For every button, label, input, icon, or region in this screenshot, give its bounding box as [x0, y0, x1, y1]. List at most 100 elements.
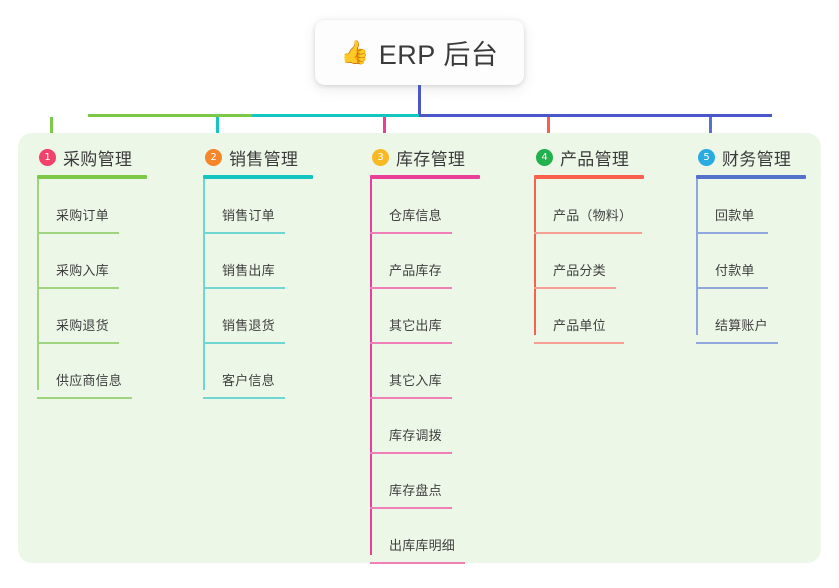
sub-item[interactable]: 销售订单	[203, 179, 343, 234]
sub-item-rule	[696, 232, 768, 234]
root-trunk-connector	[418, 85, 421, 116]
sub-item[interactable]: 产品分类	[534, 234, 674, 289]
sub-item[interactable]: 其它入库	[370, 344, 510, 399]
drop-connector-2	[216, 117, 219, 148]
branches-panel: 1 采购管理采购订单采购入库采购退货供应商信息 2 销售管理销售订单销售出库销售退货客…	[18, 133, 821, 564]
sub-item[interactable]: 付款单	[696, 234, 836, 289]
sub-item-label: 采购入库	[56, 263, 109, 278]
root-node[interactable]: 👍 ERP 后台	[315, 20, 524, 85]
sub-item[interactable]: 结算账户	[696, 289, 836, 344]
branch-rule-4	[534, 175, 644, 179]
sub-spine-1	[37, 179, 39, 390]
sub-item-label: 客户信息	[222, 373, 275, 388]
bus-teal	[252, 114, 419, 117]
sub-item-rule	[37, 397, 132, 399]
sub-spine-2	[203, 179, 205, 390]
branch-column-2[interactable]: 2 销售管理销售订单销售出库销售退货客户信息	[203, 145, 343, 399]
branch-title-5: 财务管理	[722, 149, 792, 169]
sub-item-rule	[534, 287, 616, 289]
branch-header-1[interactable]: 1 采购管理	[37, 145, 177, 169]
branch-badge-5: 5	[698, 148, 715, 166]
branch-column-1[interactable]: 1 采购管理采购订单采购入库采购退货供应商信息	[37, 145, 177, 399]
sub-item-label: 产品（物料）	[553, 208, 633, 223]
branch-badge-2: 2	[205, 148, 222, 166]
branch-title-1: 采购管理	[63, 149, 133, 169]
sub-item-rule	[203, 397, 285, 399]
sub-item[interactable]: 其它出库	[370, 289, 510, 344]
sub-item-rule	[534, 232, 642, 234]
drop-connector-3	[383, 117, 386, 148]
sub-item-label: 销售出库	[222, 263, 275, 278]
branch-rule-2	[203, 175, 313, 179]
sub-item-rule	[37, 232, 119, 234]
sub-item[interactable]: 供应商信息	[37, 344, 177, 399]
root-node-title: ERP 后台	[378, 40, 499, 70]
sub-item-rule	[37, 287, 119, 289]
drop-connector-1	[50, 117, 53, 148]
sub-item-label: 销售退货	[222, 318, 275, 333]
sub-item[interactable]: 出库库明细	[370, 509, 510, 564]
bus-green	[88, 114, 252, 117]
sub-item[interactable]: 产品（物料）	[534, 179, 674, 234]
sub-item-label: 采购订单	[56, 208, 109, 223]
sub-item-label: 产品分类	[553, 263, 606, 278]
sub-item[interactable]: 产品库存	[370, 234, 510, 289]
sub-item-rule	[370, 232, 452, 234]
sub-item-rule	[203, 287, 285, 289]
sub-item-rule	[534, 342, 624, 344]
sub-item[interactable]: 回款单	[696, 179, 836, 234]
branch-rule-5	[696, 175, 806, 179]
sub-item[interactable]: 销售退货	[203, 289, 343, 344]
sub-item[interactable]: 采购退货	[37, 289, 177, 344]
sub-item[interactable]: 产品单位	[534, 289, 674, 344]
branch-header-5[interactable]: 5 财务管理	[696, 145, 836, 169]
branch-title-4: 产品管理	[560, 149, 630, 169]
sub-item-label: 供应商信息	[56, 373, 123, 388]
branch-rule-1	[37, 175, 147, 179]
sub-item-rule	[370, 452, 452, 454]
sub-item-label: 付款单	[715, 263, 755, 278]
sub-item-rule	[370, 507, 452, 509]
sub-item-list-1: 采购订单采购入库采购退货供应商信息	[37, 179, 177, 399]
drop-connector-4	[547, 117, 550, 148]
sub-item[interactable]: 仓库信息	[370, 179, 510, 234]
branch-title-3: 库存管理	[396, 149, 466, 169]
sub-item-rule	[696, 342, 778, 344]
sub-item-rule	[37, 342, 119, 344]
sub-spine-5	[696, 179, 698, 335]
sub-item-label: 产品单位	[553, 318, 606, 333]
branch-header-2[interactable]: 2 销售管理	[203, 145, 343, 169]
sub-item[interactable]: 采购订单	[37, 179, 177, 234]
branch-rule-3	[370, 175, 480, 179]
sub-item[interactable]: 采购入库	[37, 234, 177, 289]
bus-blue	[419, 114, 772, 117]
sub-item[interactable]: 销售出库	[203, 234, 343, 289]
sub-item-label: 结算账户	[715, 318, 768, 333]
sub-item[interactable]: 库存盘点	[370, 454, 510, 509]
sub-item[interactable]: 客户信息	[203, 344, 343, 399]
sub-item-rule	[696, 287, 768, 289]
sub-item-rule	[203, 342, 285, 344]
drop-connector-5	[709, 117, 712, 148]
sub-item[interactable]: 库存调拨	[370, 399, 510, 454]
sub-item-list-2: 销售订单销售出库销售退货客户信息	[203, 179, 343, 399]
sub-spine-3	[370, 179, 372, 555]
sub-item-rule	[370, 562, 465, 564]
sub-item-label: 仓库信息	[389, 208, 442, 223]
branch-column-5[interactable]: 5 财务管理回款单付款单结算账户	[696, 145, 836, 344]
sub-item-label: 库存盘点	[389, 483, 442, 498]
sub-item-list-3: 仓库信息产品库存其它出库其它入库库存调拨库存盘点出库库明细	[370, 179, 510, 564]
sub-item-label: 出库库明细	[389, 538, 456, 553]
sub-item-rule	[203, 232, 285, 234]
branch-badge-1: 1	[39, 148, 56, 166]
root-node-label: 👍 ERP 后台	[341, 33, 499, 72]
branch-title-2: 销售管理	[229, 149, 299, 169]
sub-item-label: 产品库存	[389, 263, 442, 278]
sub-item-label: 其它出库	[389, 318, 442, 333]
sub-item-list-4: 产品（物料） 产品分类产品单位	[534, 179, 674, 344]
